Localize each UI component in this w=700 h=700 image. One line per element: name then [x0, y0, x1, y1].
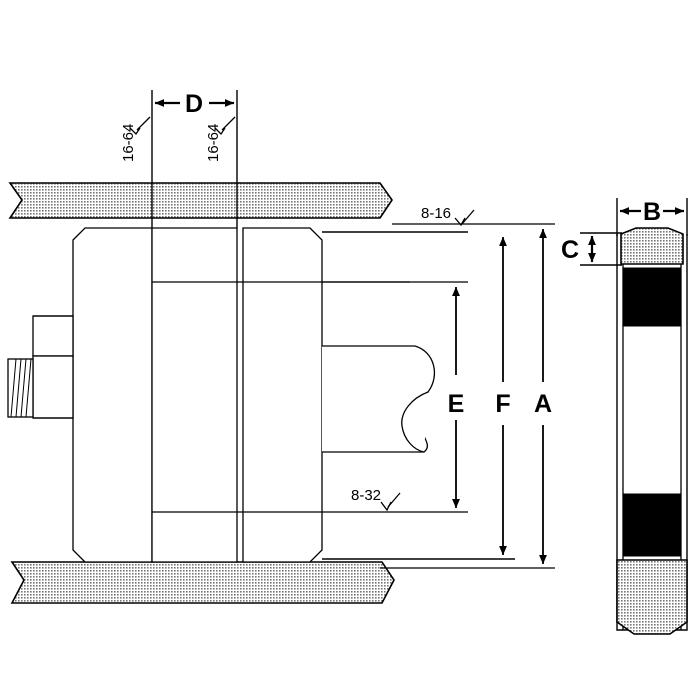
right-side-view: B C	[561, 198, 688, 635]
note-8-16: 8-16	[421, 205, 475, 227]
dimension-label-C: C	[561, 236, 579, 264]
dimension-label-A: A	[534, 390, 552, 418]
dimension-label-F: F	[495, 390, 510, 418]
side-view-top-cap	[620, 227, 684, 265]
side-view-upper-solid-band	[622, 267, 682, 327]
dimension-A: A	[534, 228, 552, 565]
note-leader-left	[136, 116, 151, 131]
note-checkmark-right	[214, 127, 226, 136]
dimension-F: F	[495, 236, 511, 556]
dimension-label-E: E	[448, 390, 465, 418]
shaft-break-inner-curve	[401, 391, 429, 453]
housing-left-block	[72, 227, 153, 563]
side-view-bottom-base	[616, 559, 688, 635]
note-16-64-left: 16-64	[120, 116, 151, 162]
dimension-C: C	[561, 232, 622, 266]
note-checkmark-8-32	[380, 501, 392, 512]
note-leader-right	[221, 116, 236, 131]
note-8-32: 8-32	[351, 487, 401, 512]
dimension-B: B	[616, 198, 688, 236]
note-16-64-right: 16-64	[205, 116, 236, 162]
dimension-E: E	[448, 286, 465, 509]
bottom-mounting-plate	[10, 561, 395, 604]
note-leader-8-16	[461, 209, 475, 225]
note-checkmark-left	[129, 127, 141, 136]
housing-center-block	[151, 227, 238, 563]
housing-flange-block	[242, 227, 323, 563]
note-label-16-64-left: 16-64	[120, 124, 137, 162]
dimension-D: D	[151, 90, 238, 228]
dimension-label-B: B	[643, 198, 661, 226]
front-sectional-view: D 16-64 16-64 8-16 8-32	[7, 90, 555, 604]
note-checkmark-8-16	[454, 217, 466, 227]
note-label-16-64-right: 16-64	[205, 124, 222, 162]
top-mounting-plate	[8, 182, 393, 219]
dimension-label-D: D	[185, 90, 203, 118]
thread-hatching	[10, 358, 32, 418]
side-view-lower-solid-band	[622, 493, 682, 557]
note-label-8-32: 8-32	[351, 487, 381, 504]
stub-shaft-upper-collar	[32, 315, 74, 357]
stub-shaft-lower-collar	[32, 355, 74, 419]
note-label-8-16: 8-16	[421, 205, 451, 222]
